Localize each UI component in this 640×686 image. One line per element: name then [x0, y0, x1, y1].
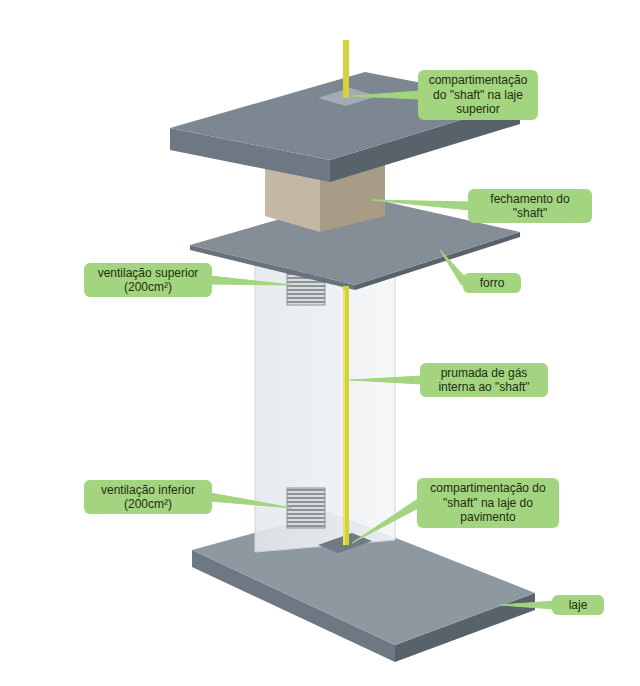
- leader-line: [352, 500, 421, 543]
- callout-box: laje: [552, 595, 604, 615]
- callout-text: ventilação superior (200cm²): [90, 266, 206, 295]
- callout-box: prumada de gás interna ao "shaft": [420, 363, 548, 398]
- callout-box: forro: [463, 273, 521, 293]
- callout-text: fechamento do "shaft": [474, 192, 586, 221]
- callout-box: fechamento do "shaft": [468, 189, 592, 224]
- gas-riser: [344, 40, 346, 545]
- callout-box: ventilação inferior (200cm²): [84, 480, 212, 515]
- leader-line: [352, 91, 420, 99]
- leader-line: [209, 493, 292, 508]
- callout-text: compartimentação do "shaft" na laje do p…: [423, 481, 553, 524]
- callout-text: forro: [469, 276, 515, 290]
- callout-box: compartimentação do "shaft" na laje do p…: [417, 478, 559, 527]
- callout-box: compartimentação do "shaft" na laje supe…: [418, 70, 538, 119]
- leader-line: [350, 376, 422, 384]
- vent-grille: [287, 265, 325, 528]
- callout-text: prumada de gás interna ao "shaft": [426, 366, 542, 395]
- callout-text: ventilação inferior (200cm²): [90, 483, 206, 512]
- callout-text: laje: [558, 598, 598, 612]
- callout-box: ventilação superior (200cm²): [84, 263, 212, 298]
- callout-text: compartimentação do "shaft" na laje supe…: [424, 73, 532, 116]
- leader-line: [500, 601, 554, 609]
- leader-line: [372, 200, 470, 210]
- leader-line: [210, 276, 292, 285]
